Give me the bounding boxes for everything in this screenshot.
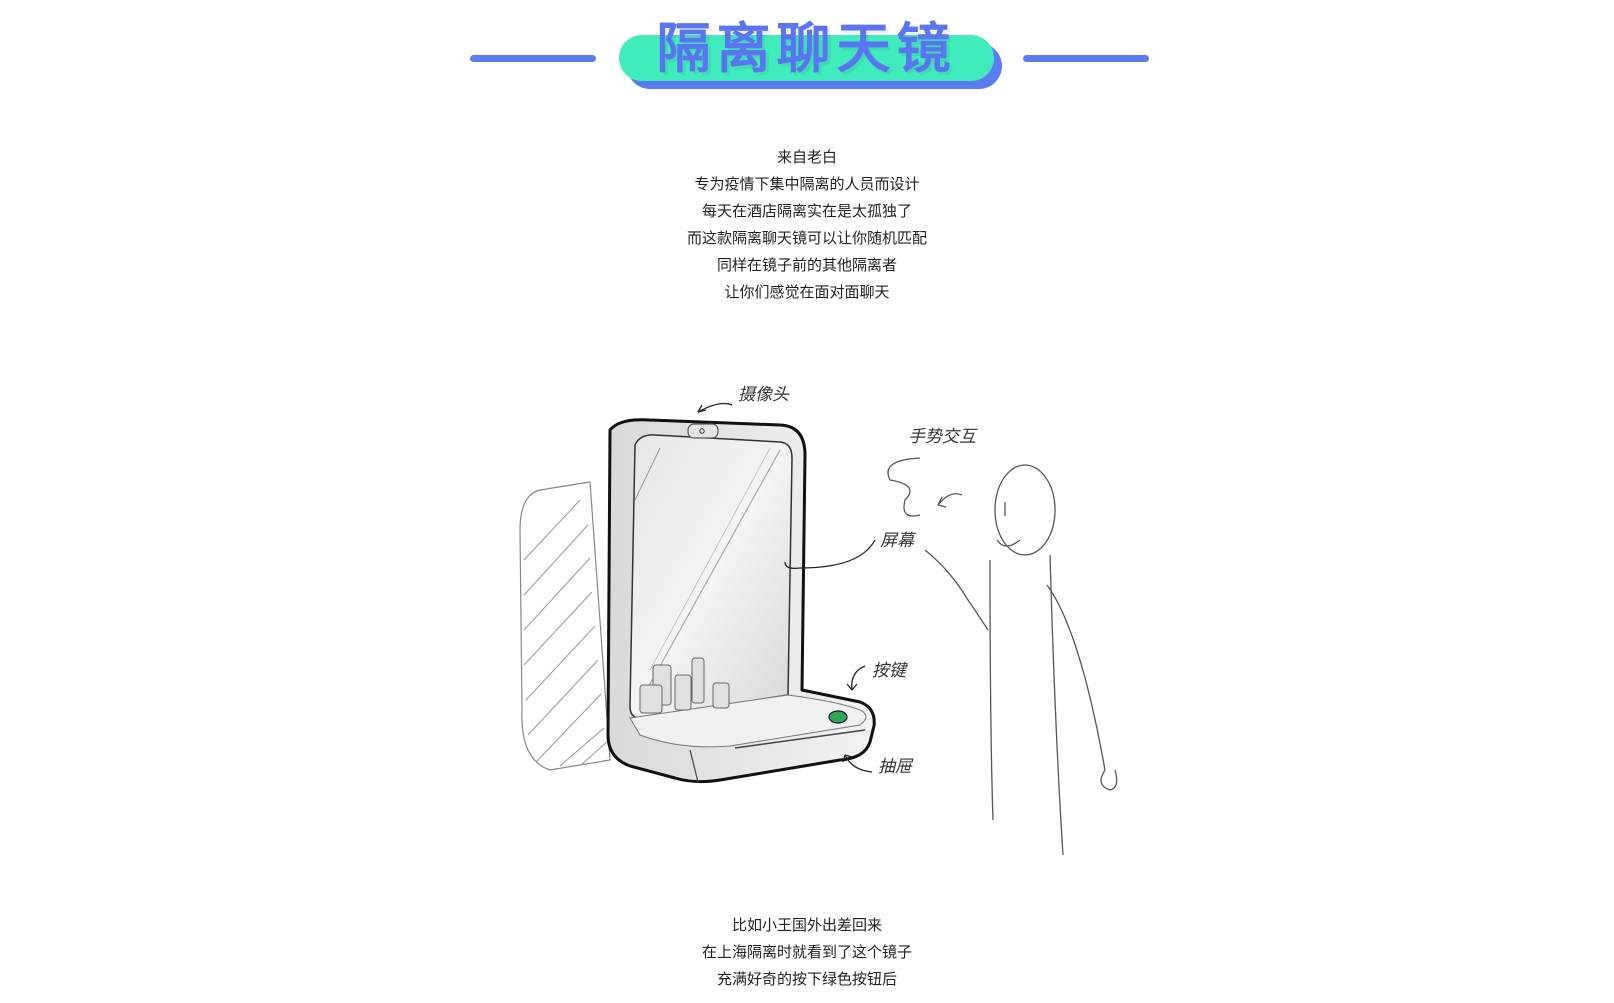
label-button: 按键 <box>872 661 909 681</box>
intro-line: 来自老白 <box>776 148 837 166</box>
camera-lens <box>699 428 705 434</box>
label-camera: 摄像头 <box>738 385 790 405</box>
label-drawer: 抽屉 <box>878 757 914 777</box>
intro-paragraph: 来自老白 专为疫情下集中隔离的人员而设计 每天在酒店隔离实在是太孤独了 而这款隔… <box>0 144 1614 306</box>
camera-notch <box>687 423 719 439</box>
outro-line: 充满好奇的按下绿色按钮后 <box>716 970 897 988</box>
person-figure <box>887 457 1118 856</box>
intro-line: 同样在镜子前的其他隔离者 <box>716 256 897 274</box>
green-button <box>828 710 848 724</box>
title-left-line <box>470 55 596 62</box>
intro-line: 而这款隔离聊天镜可以让你随机匹配 <box>686 229 927 247</box>
page-title: 隔离聊天镜 <box>656 17 957 80</box>
wall-panel <box>519 481 611 771</box>
intro-line: 每天在酒店隔离实在是太孤独了 <box>701 202 912 220</box>
mirror-device <box>606 418 876 784</box>
intro-line: 让你们感觉在面对面聊天 <box>724 283 890 301</box>
intro-line: 专为疫情下集中隔离的人员而设计 <box>694 175 920 193</box>
title-banner: 隔离聊天镜 <box>0 0 1614 110</box>
mirror-sketch-illustration: 摄像头 屏幕 按键 抽屉 手势交互 <box>519 385 1118 856</box>
outro-line: 比如小王国外出差回来 <box>731 916 882 934</box>
annotations <box>697 402 876 773</box>
label-gesture: 手势交互 <box>908 427 978 447</box>
outro-paragraph: 比如小王国外出差回来 在上海隔离时就看到了这个镜子 充满好奇的按下绿色按钮后 <box>0 912 1614 993</box>
label-screen: 屏幕 <box>880 531 917 551</box>
title-pill <box>619 35 994 81</box>
outro-line: 在上海隔离时就看到了这个镜子 <box>701 943 912 961</box>
title-right-line <box>1023 55 1149 62</box>
